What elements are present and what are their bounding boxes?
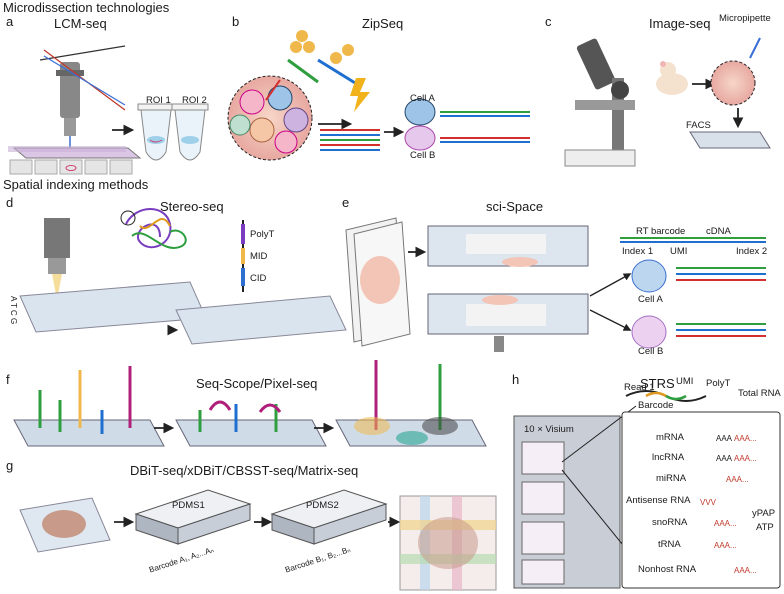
antisense-vvv: VVV xyxy=(700,498,717,507)
panel-h-letter: h xyxy=(512,372,520,387)
mrna-aaa-red: AAA... xyxy=(734,434,757,443)
rna-mirna: miRNA xyxy=(656,473,687,484)
stereo-chip-2 xyxy=(175,295,347,345)
cdna-label: cDNA xyxy=(706,226,731,237)
panel-d-title: Stereo-seq xyxy=(160,199,224,214)
panel-a-title: LCM-seq xyxy=(54,16,107,31)
ypap-label: yPAP xyxy=(752,508,776,519)
mrna-aaa: AAA xyxy=(716,434,733,443)
spatial-title: Spatial indexing methods xyxy=(3,177,149,192)
strs-polyt-label: PolyT xyxy=(706,378,731,389)
sci-array-top xyxy=(427,225,589,267)
pdms1-label: PDMS1 xyxy=(172,500,205,511)
rt-barcode-label: RT barcode xyxy=(636,226,686,237)
zipseq-tissue xyxy=(227,75,313,161)
visium-label: 10 × Visium xyxy=(524,424,574,435)
mid-label: MID xyxy=(250,251,268,262)
panel-g-title: DBiT-seq/xDBiT/CBSST-seq/Matrix-seq xyxy=(130,463,359,478)
pdms2-label: PDMS2 xyxy=(306,500,339,511)
stereo-chromatin xyxy=(120,208,187,249)
roi1-label: ROI 1 xyxy=(146,95,171,106)
zipseq-barcodes xyxy=(320,129,380,151)
panel-c-title: Image-seq xyxy=(649,16,711,31)
f-slide-1 xyxy=(13,419,165,447)
rna-lncrna: lncRNA xyxy=(652,452,685,463)
mouse xyxy=(656,61,688,95)
sci-cell-a xyxy=(631,259,667,293)
panel-d-letter: d xyxy=(6,195,14,210)
rna-mrna: mRNA xyxy=(656,432,684,443)
panel-h-title: STRS xyxy=(640,376,675,391)
zipseq-cell-a: Cell A xyxy=(410,93,435,104)
cid-label: CID xyxy=(250,273,267,284)
facs-plate xyxy=(689,131,771,149)
sci-reads xyxy=(620,237,766,337)
panel-f-letter: f xyxy=(6,372,10,387)
sci-cell-b-label: Cell B xyxy=(638,346,664,357)
zipseq-cells xyxy=(404,98,530,151)
strs-panel xyxy=(621,411,781,589)
f-slide-2 xyxy=(175,419,327,447)
rna-snorna: snoRNA xyxy=(652,517,688,528)
panel-b-title: ZipSeq xyxy=(362,16,404,31)
trna-aaa-red: AAA... xyxy=(714,541,737,550)
micropipette-label: Micropipette xyxy=(719,13,771,24)
lncrna-aaa-red: AAA... xyxy=(734,454,757,463)
stereo-probe xyxy=(44,218,70,300)
stereo-chip-1 xyxy=(19,281,207,333)
strs-barcode-label: Barcode xyxy=(638,400,674,411)
roi-tubes xyxy=(137,103,209,161)
index2-label: Index 2 xyxy=(736,246,768,257)
sci-cell-a-label: Cell A xyxy=(638,294,663,305)
panel-f-title: Seq-Scope/Pixel-seq xyxy=(196,376,318,391)
panel-e-letter: e xyxy=(342,195,350,210)
mirna-aaa-red: AAA... xyxy=(726,475,749,484)
nonhost-aaa-red: AAA... xyxy=(734,566,757,575)
atp-label: ATP xyxy=(756,522,774,533)
total-rna-label: Total RNA xyxy=(738,388,781,399)
lcm-microscope xyxy=(8,45,142,175)
sci-array-bottom xyxy=(427,293,589,352)
lncrna-aaa: AAA xyxy=(716,454,733,463)
roi2-label: ROI 2 xyxy=(182,95,207,106)
rna-antisense: Antisense RNA xyxy=(626,495,691,506)
snorna-aaa-red: AAA... xyxy=(714,519,737,528)
sci-slides xyxy=(345,217,411,347)
read1-label: Read 1 xyxy=(624,382,655,393)
panel-e-title: sci-Space xyxy=(486,199,544,214)
zipseq-oligos xyxy=(265,30,370,112)
umi-label: UMI xyxy=(670,246,688,257)
facs-label: FACS xyxy=(686,120,711,131)
imageseq-tissue xyxy=(710,60,756,106)
index1-label: Index 1 xyxy=(622,246,654,257)
panel-a-letter: a xyxy=(6,14,14,29)
imageseq-microscope xyxy=(564,38,636,167)
g-pdms2 xyxy=(270,489,388,545)
strs-umi-label: UMI xyxy=(676,376,694,387)
header-title: Microdissection technologies xyxy=(3,0,170,15)
g-pdms1 xyxy=(134,489,252,545)
sci-cell-b xyxy=(631,315,667,349)
zipseq-cell-b: Cell B xyxy=(410,150,436,161)
rna-trna: tRNA xyxy=(658,539,681,550)
rna-nonhost: Nonhost RNA xyxy=(638,564,697,575)
g-tissue xyxy=(42,510,86,538)
panel-b-letter: b xyxy=(232,14,240,29)
panel-g-letter: g xyxy=(6,458,14,473)
atcg-label: A T C G xyxy=(9,296,18,325)
polyt-label: PolyT xyxy=(250,229,275,240)
panel-c-letter: c xyxy=(545,14,552,29)
